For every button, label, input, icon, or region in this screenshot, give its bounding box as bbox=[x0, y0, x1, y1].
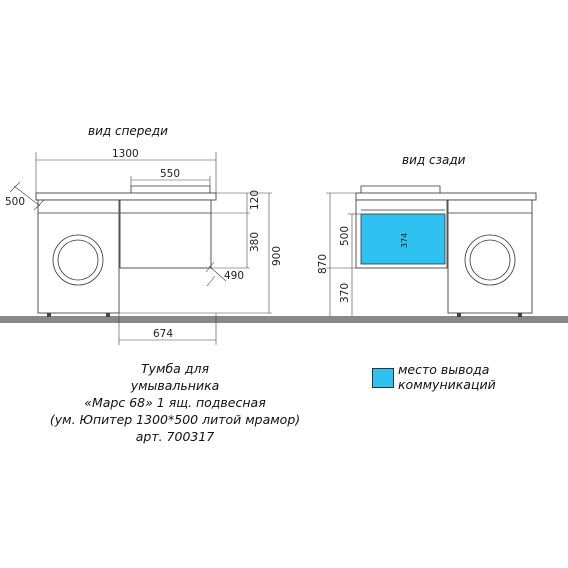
front-washer-door-outer bbox=[52, 234, 104, 286]
dim-back-500-label: 500 bbox=[339, 226, 351, 246]
dim-500-tick-a bbox=[9, 181, 21, 193]
dim-490-tick-b bbox=[206, 275, 216, 287]
legend-text: место вывода коммуникаций bbox=[398, 362, 496, 392]
legend-swatch bbox=[372, 368, 394, 388]
product-caption: Тумба для умывальника «Марс 68» 1 ящ. по… bbox=[0, 360, 350, 445]
dim-500-diag bbox=[13, 185, 41, 207]
back-washer-door-inner bbox=[469, 239, 511, 281]
dim-490-tick-a bbox=[205, 261, 215, 273]
dim-370-label: 370 bbox=[339, 283, 351, 303]
back-view-title: вид сзади bbox=[402, 153, 466, 167]
front-washer-frame bbox=[37, 199, 120, 314]
back-washer-foot-right bbox=[518, 313, 522, 317]
back-countertop bbox=[355, 192, 537, 201]
niche-width-label: 374 bbox=[400, 233, 409, 248]
dim-500-tick-b bbox=[33, 199, 45, 211]
back-niche bbox=[360, 213, 446, 265]
dim-550-label: 550 bbox=[160, 168, 180, 180]
dim-674-label: 674 bbox=[153, 328, 173, 340]
front-washer-door-inner bbox=[57, 239, 99, 281]
caption-line-1: Тумба для bbox=[141, 361, 209, 376]
dim-490-label: 490 bbox=[224, 270, 244, 282]
back-washer-frame bbox=[447, 199, 533, 314]
dim-490-diag bbox=[208, 265, 227, 282]
legend-label-line-1: место вывода bbox=[398, 362, 490, 377]
back-washer-door-outer bbox=[464, 234, 516, 286]
dim-870-label: 870 bbox=[317, 254, 329, 274]
front-cabinet bbox=[119, 199, 212, 269]
back-washer-foot-left bbox=[457, 313, 461, 317]
caption-line-5: арт. 700317 bbox=[135, 429, 215, 444]
dim-900-label: 900 bbox=[271, 246, 283, 266]
front-countertop bbox=[35, 192, 217, 201]
caption-line-3: «Марс 68» 1 ящ. подвесная bbox=[84, 395, 266, 410]
front-washer-foot-right bbox=[106, 313, 110, 317]
caption-line-4: (ум. Юпитер 1300*500 литой мрамор) bbox=[49, 412, 301, 427]
caption-line-2: умывальника bbox=[130, 378, 220, 393]
dim-1300-label: 1300 bbox=[112, 148, 139, 160]
dim-500-label: 500 bbox=[5, 196, 25, 208]
floor-band bbox=[0, 316, 568, 323]
dim-120-label: 120 bbox=[249, 190, 261, 210]
dim-380-label: 380 bbox=[249, 232, 261, 252]
front-view-title: вид спереди bbox=[88, 124, 168, 138]
back-sink-bump bbox=[360, 185, 441, 193]
front-sink-bump bbox=[130, 185, 211, 193]
legend-label-line-2: коммуникаций bbox=[398, 377, 496, 392]
front-washer-foot-left bbox=[47, 313, 51, 317]
